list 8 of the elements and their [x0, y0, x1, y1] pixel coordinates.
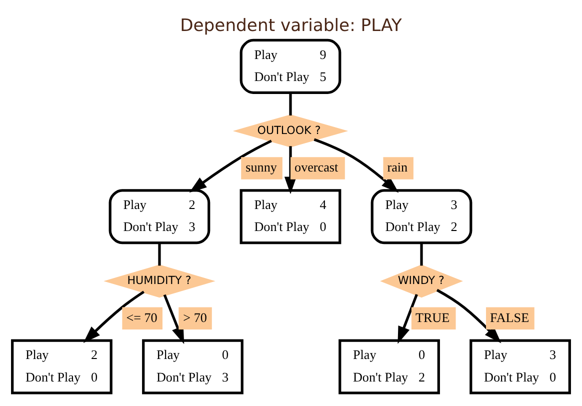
edge-label: sunny — [246, 160, 277, 175]
edge-label: > 70 — [183, 310, 207, 325]
edge-label: TRUE — [415, 310, 450, 325]
edge-label: rain — [387, 160, 408, 175]
diagram-title: Dependent variable: PLAY — [180, 16, 402, 36]
edge-label: FALSE — [490, 310, 530, 325]
edge-label: <= 70 — [126, 310, 158, 325]
edge-label: overcast — [294, 160, 338, 175]
